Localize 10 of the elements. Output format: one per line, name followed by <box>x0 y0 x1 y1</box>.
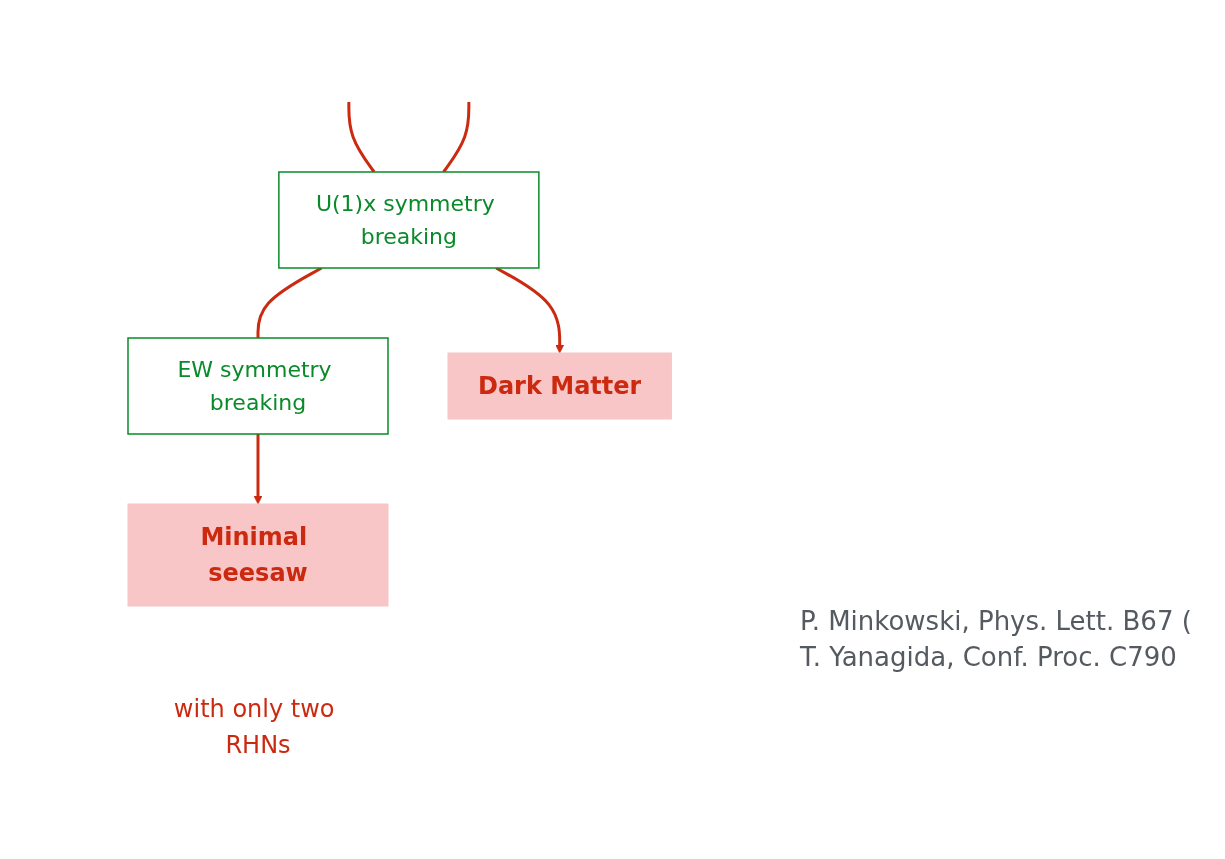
node-label: with only two RHNs <box>174 695 335 759</box>
reference-text: P. Minkowski, Phys. Lett. B67 ( <box>800 606 1192 636</box>
reference-text: T. Yanagida, Conf. Proc. C790 <box>800 642 1178 672</box>
connector <box>442 102 471 173</box>
node-box: Minimal seesaw <box>127 503 389 607</box>
node-box: EW symmetry breaking <box>127 337 390 435</box>
connector <box>347 102 376 173</box>
node-box: U(1)x symmetry breaking <box>278 171 540 269</box>
node-box: Dark Matter <box>447 352 673 420</box>
arrow <box>253 434 263 505</box>
